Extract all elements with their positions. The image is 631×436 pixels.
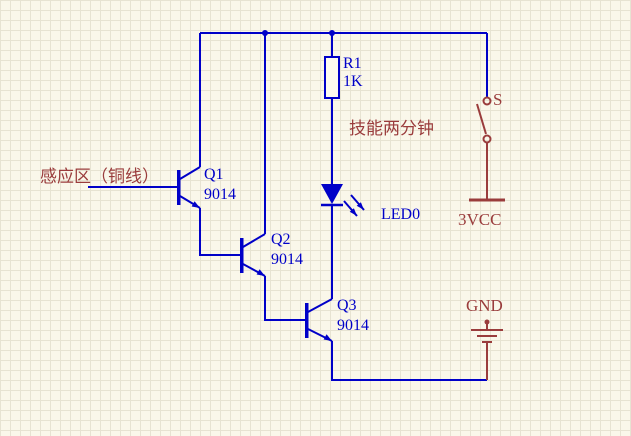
junction-dot [262,30,268,36]
q2-model[interactable]: 9014 [271,251,303,268]
switch-lever [476,103,487,135]
q2-emitter-arrowhead [256,269,265,276]
vcc-label[interactable]: 3VCC [458,210,502,229]
gnd-label[interactable]: GND [466,296,503,315]
q3-designator[interactable]: Q3 [337,297,357,314]
wire-q3-emitter-to-gnd[interactable] [331,341,487,381]
switch-contact-top [482,96,492,106]
led-emission-arrowhead [356,202,364,210]
power-port-gnd[interactable] [471,319,503,381]
q3-model[interactable]: 9014 [337,317,369,334]
resistor-body[interactable] [324,56,340,99]
q1-collector [179,166,201,180]
r1-designator[interactable]: R1 [343,55,362,72]
transistor-q1[interactable] [177,166,201,209]
junction-dots [262,30,335,36]
q3-base-bar [305,303,309,338]
switch-contact-bottom [482,134,492,144]
q1-emitter-arrowhead [191,201,200,208]
led-anode-triangle[interactable] [321,184,343,204]
led0-diode[interactable] [321,184,365,217]
q2-collector [242,233,266,248]
q2-base-bar [240,238,244,273]
wires[interactable] [88,32,488,381]
sensor-area-note[interactable]: 感应区（铜线） [40,167,159,186]
switch-designator[interactable]: S [493,90,503,109]
wire-q2-emitter-to-q3-base[interactable] [264,276,306,321]
q1-designator[interactable]: Q1 [204,166,224,183]
q1-model[interactable]: 9014 [204,186,236,203]
junction-dot [329,30,335,36]
wire-q1-emitter-to-q2-base[interactable] [199,208,241,256]
skill-note[interactable]: 技能两分钟 [349,119,434,138]
r1-value[interactable]: 1K [343,73,363,90]
transistor-q2[interactable] [240,233,266,277]
q1-base-bar [177,170,181,205]
q3-collector [307,298,333,313]
led-emission-arrowhead [349,208,357,216]
transistor-q3[interactable] [305,298,333,342]
resistor-r1[interactable] [324,56,340,99]
switch-s[interactable] [476,96,492,144]
led0-designator[interactable]: LED0 [381,206,421,223]
power-port-3vcc[interactable] [469,142,505,202]
q3-emitter-arrowhead [323,334,332,341]
q2-designator[interactable]: Q2 [271,231,291,248]
